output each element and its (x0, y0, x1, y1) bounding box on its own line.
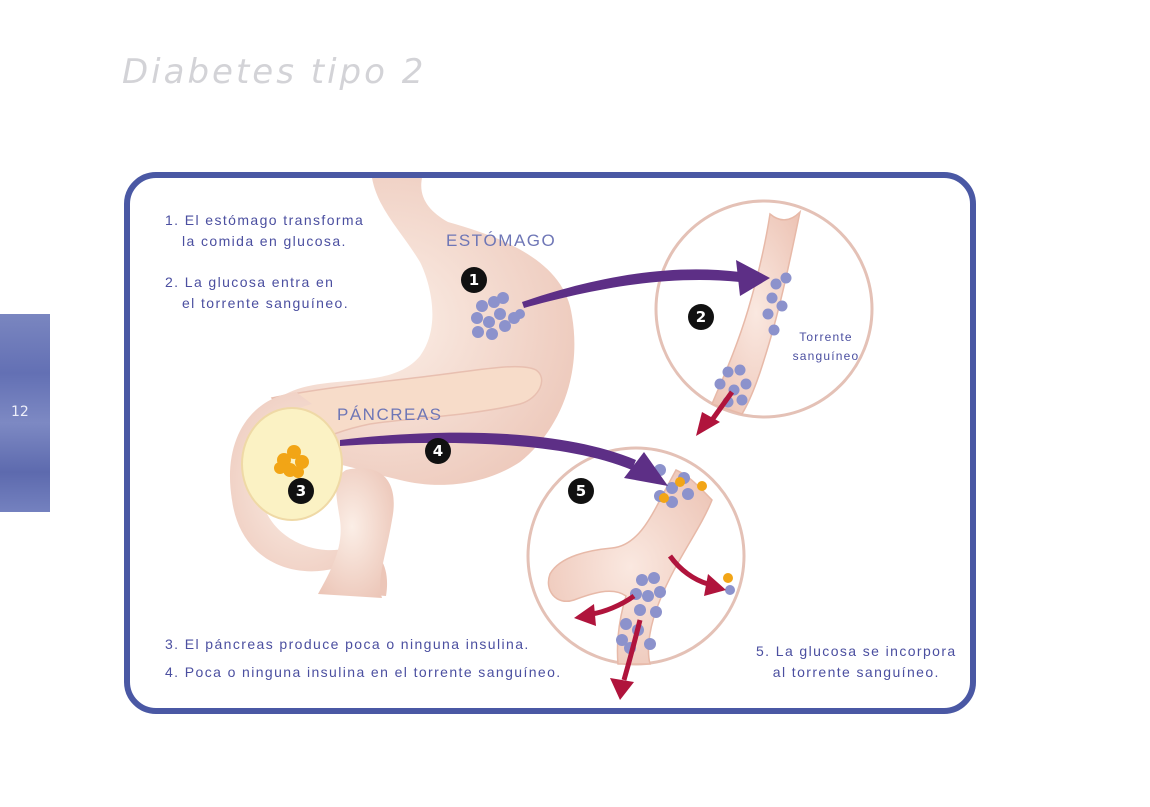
duodenum-shape (229, 392, 388, 596)
red-arrow-top (709, 390, 735, 422)
stomach-label: ESTÓMAGO (446, 231, 557, 250)
marker-3: 3 (288, 478, 314, 504)
red-arrow-right (667, 554, 709, 587)
caption-step1: 1. El estómago transforma la comida en g… (165, 210, 364, 252)
red-arrowhead-top (696, 412, 720, 436)
red-arrow-left (591, 593, 636, 617)
caption-step5: 5. La glucosa se incorpora al torrente s… (756, 641, 957, 683)
pancreas-label: PÁNCREAS (337, 405, 443, 424)
caption-step5-line2: al torrente sanguíneo. (772, 664, 940, 680)
purple-arrow-top (522, 269, 740, 308)
caption-step2: 2. La glucosa entra en el torrente sangu… (165, 272, 349, 314)
purple-arrowhead-bottom (624, 452, 668, 486)
marker-5: 5 (568, 478, 594, 504)
caption-step2-line1: 2. La glucosa entra en (165, 274, 335, 290)
caption-step5-line1: 5. La glucosa se incorpora (756, 643, 957, 659)
svg-text:3: 3 (296, 482, 306, 500)
bloodstream-label: Torrente sanguíneo (788, 328, 864, 366)
red-arrowhead-left (574, 604, 596, 626)
bloodstream-label-line1: Torrente (799, 330, 853, 344)
glucose-cluster-stomach (471, 292, 525, 340)
glucose-cluster-vessel-top (714, 272, 792, 408)
side-tab (0, 314, 50, 512)
red-arrow-down (621, 619, 643, 681)
caption-step1-line1: 1. El estómago transforma (165, 212, 365, 228)
marker-4: 4 (425, 438, 451, 464)
svg-text:2: 2 (696, 308, 706, 326)
svg-text:1: 1 (469, 271, 479, 289)
insulin-markers-vessel (659, 477, 733, 583)
red-arrowhead-right (704, 574, 726, 596)
bloodstream-label-line2: sanguíneo (792, 349, 860, 363)
caption-step4: 4. Poca o ninguna insulina en el torrent… (165, 664, 562, 680)
caption-step3: 3. El páncreas produce poca o ninguna in… (165, 636, 530, 652)
marker-2: 2 (688, 304, 714, 330)
purple-arrowhead-top (736, 260, 770, 296)
pancreas-shape (270, 365, 543, 450)
glucose-cluster-vessel-bottom (616, 464, 735, 654)
caption-step1-line2: la comida en glucosa. (182, 233, 347, 249)
purple-arrow-bottom (340, 432, 636, 470)
red-arrowhead-down (610, 678, 634, 700)
svg-text:5: 5 (576, 482, 586, 500)
insulin-cluster-pancreas (274, 445, 309, 478)
page-title: Diabetes tipo 2 (122, 52, 427, 92)
svg-text:4: 4 (433, 442, 443, 460)
blood-vessel-top (710, 209, 802, 415)
caption-step2-line2: el torrente sanguíneo. (182, 295, 350, 311)
marker-1: 1 (461, 267, 487, 293)
page-number: 12 (11, 404, 29, 420)
intestine-tail (318, 468, 394, 598)
